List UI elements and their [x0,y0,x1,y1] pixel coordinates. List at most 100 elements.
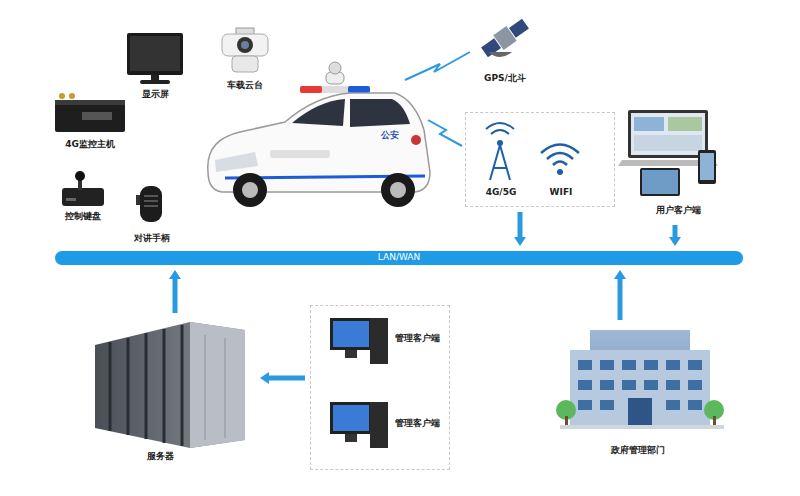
wireless-signal [428,120,462,146]
ptz-camera-icon [232,56,258,72]
police-car [329,62,341,74]
part-label: 对讲手柄 [134,233,170,244]
network-access-box: 4G/5G WIFI [465,112,615,207]
police-car [292,99,345,126]
ptz-camera-icon [241,41,249,49]
flow-arrow [669,225,681,246]
handheld-mic-icon [144,195,158,197]
police-car [208,62,430,207]
police-car [348,86,370,93]
satellite-icon [493,26,516,50]
admin-pc-icon [345,350,357,358]
part-label: GPS/北斗 [484,73,526,84]
admin-pc-icon [333,405,369,431]
control-keyboard-icon [66,198,76,201]
server-racks [205,335,206,440]
user-devices-icon [700,153,714,180]
dvr-icon [55,100,125,132]
wifi-icon [547,153,573,159]
cell-tower-icon [497,140,503,146]
wifi-icon [541,145,579,154]
node-text: 服务器 [147,451,174,462]
government-dept: 政府管理部门 [555,325,725,460]
node-text: 管理客户端 [395,333,440,344]
node-text: 政府管理部门 [611,445,665,456]
government-building [644,360,658,370]
arrow-head [169,270,181,279]
part-label: 控制键盘 [65,211,101,222]
dvr-icon [69,93,75,99]
part-label: 4G监控主机 [65,139,115,150]
cell-tower-icon [490,145,500,180]
wifi-icon [557,169,563,175]
admin-pc-icon [330,318,372,350]
node-text: 4G/5G [486,187,517,198]
server-racks [190,322,245,448]
user-devices-icon [698,150,716,184]
arrow-head [260,372,269,384]
police-car [233,173,267,207]
government-building [713,416,716,426]
handheld-mic-icon [136,186,162,222]
police-car [350,99,410,127]
admin-pc-icon [333,321,369,347]
police-car [411,135,421,145]
cell-tower-icon [493,167,507,169]
ptz-camera-icon [222,28,268,72]
government-building [688,380,702,390]
control-keyboard-icon [75,171,85,181]
user-devices-icon [631,113,705,155]
admin-pc-icon [370,402,388,448]
government-building [622,380,636,390]
flow-arrow [514,212,526,246]
handheld-mic-icon [136,195,140,205]
dvr-icon [55,100,125,105]
arrow-shaft [173,279,178,313]
wireless-signal [405,52,470,80]
dvr-icon [55,93,125,132]
flow-arrow [614,270,626,320]
satellite-icon [479,16,530,59]
ptz-camera-icon [237,37,253,53]
user-devices-icon [634,135,702,151]
network-bar: LAN/WAN [55,251,743,265]
government-building [600,400,614,410]
admin-pc-icon [330,402,372,434]
admin-pc-icon [345,434,357,442]
arrow-head [669,237,681,246]
user-devices-icon [642,170,678,194]
government-building [565,416,568,426]
monitor-icon [140,80,170,84]
government-building [560,425,724,429]
wireless-signal [405,52,470,146]
government-building [666,380,680,390]
arrow-shaft [618,279,623,320]
dvr-icon [82,112,112,120]
arrow-head [514,237,526,246]
government-building [556,330,724,429]
server-racks [145,333,148,439]
government-building [644,380,658,390]
node-text: LAN/WAN [378,252,420,263]
node-text: WIFI [550,187,573,198]
wifi-icon [541,145,579,176]
police-car [381,173,415,207]
admin-pc-icon [370,318,388,364]
government-building [622,360,636,370]
cell-tower-icon [486,123,514,129]
user-devices-icon [618,110,718,196]
user-devices-icon [640,168,680,196]
monitor-icon [127,33,183,75]
ptz-camera-icon [222,34,268,56]
satellite-icon [479,16,530,59]
arrow-head [614,270,626,279]
monitor-icon [130,36,180,71]
police-car [270,150,330,158]
user-client: 用户客户端 [615,105,745,220]
server: 服务器 [90,318,255,468]
arrow-shaft [269,376,305,381]
user-devices-icon [634,117,664,131]
police-car [242,182,258,198]
server-racks [163,329,166,443]
police-car [300,86,322,93]
